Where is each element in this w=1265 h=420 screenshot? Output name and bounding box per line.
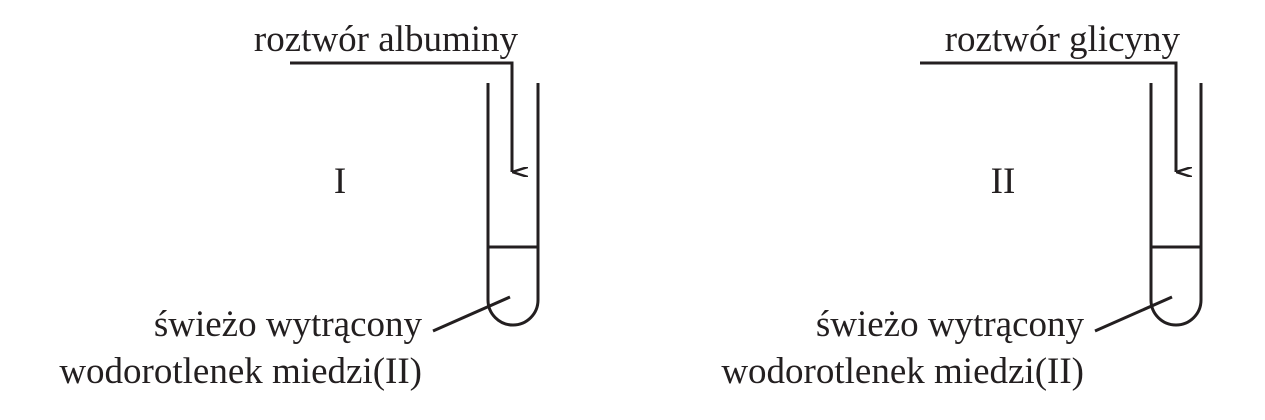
experiment-1: roztwór albuminy I świeżo wytrącony wodo… xyxy=(59,19,540,392)
experiment-2: roztwór glicyny II świeżo wytrącony wodo… xyxy=(721,19,1203,392)
test-tube-2 xyxy=(1149,83,1203,327)
reagent-leader-line-1 xyxy=(290,61,512,172)
precipitate-pointer-2 xyxy=(1094,295,1173,333)
test-tube-numeral-1: I xyxy=(334,161,346,202)
precipitate-label-line1-2: świeżo wytrącony xyxy=(816,304,1085,345)
test-tube-numeral-2: II xyxy=(991,161,1016,202)
precipitate-pointer-1 xyxy=(432,295,511,333)
reagent-label-1: roztwór albuminy xyxy=(254,19,519,60)
reagent-label-2: roztwór glicyny xyxy=(945,19,1181,60)
precipitate-label-line2-1: wodorotlenek miedzi(II) xyxy=(59,351,422,392)
precipitate-label-line1-1: świeżo wytrącony xyxy=(154,304,423,345)
precipitate-label-line2-2: wodorotlenek miedzi(II) xyxy=(721,351,1084,392)
reagent-leader-line-2 xyxy=(920,61,1176,172)
